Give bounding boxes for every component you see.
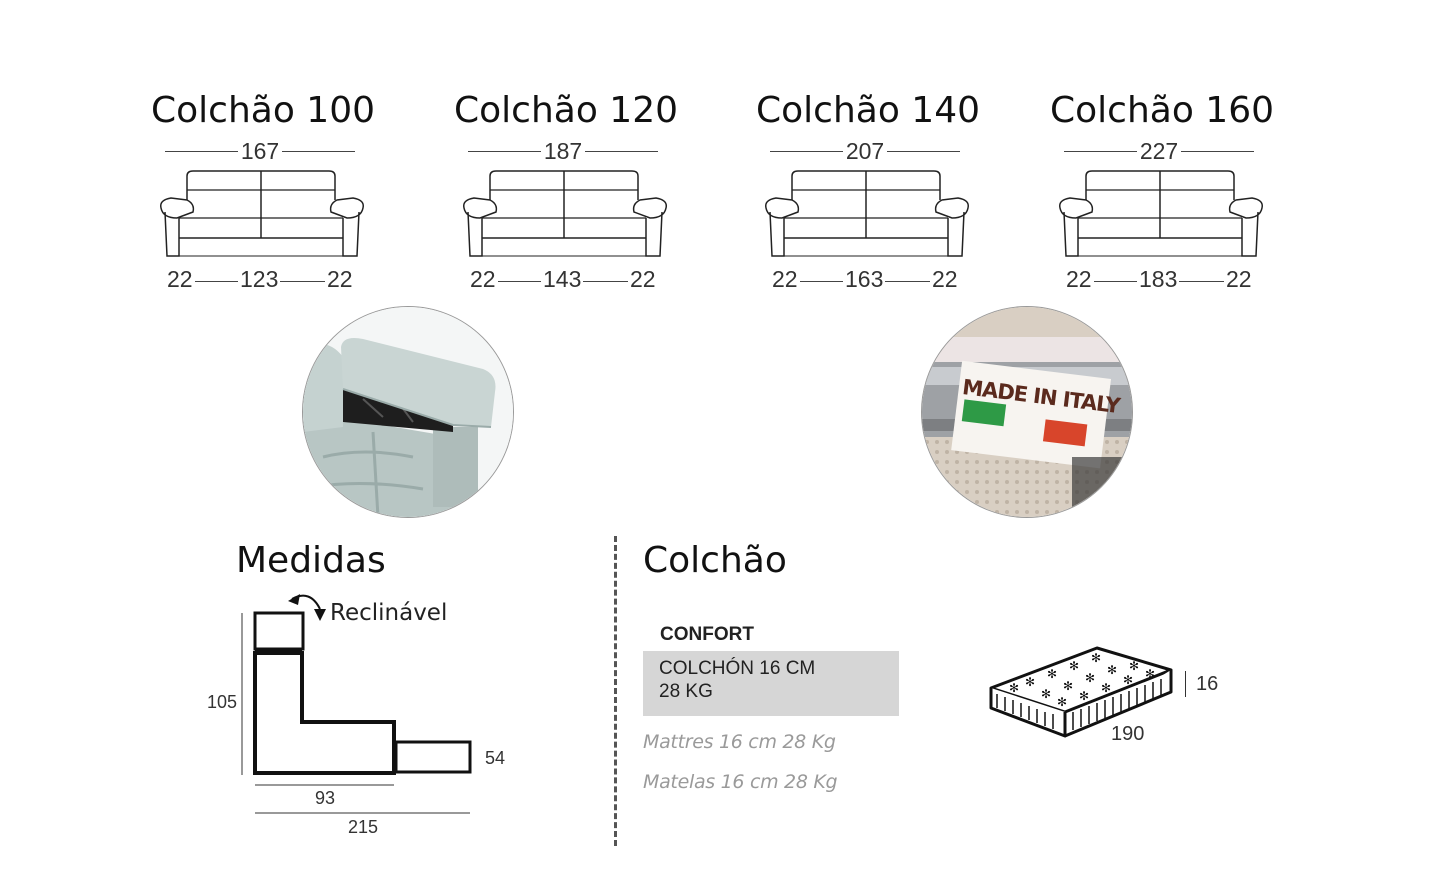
svg-text:✻: ✻ <box>1107 663 1117 677</box>
svg-text:✻: ✻ <box>1085 671 1095 685</box>
svg-text:✻: ✻ <box>1091 651 1101 665</box>
svg-text:✻: ✻ <box>1101 681 1111 695</box>
arm-right-width: 22 <box>325 266 355 293</box>
arm-left-width: 22 <box>165 266 195 293</box>
confort-label: CONFORT <box>660 624 754 645</box>
total-width: 167 <box>238 138 282 165</box>
sofa-drawing <box>764 170 970 257</box>
svg-text:✻: ✻ <box>1063 679 1073 693</box>
arm-right-width: 22 <box>628 266 658 293</box>
armrest-storage-photo <box>302 306 514 518</box>
arm-right-width: 22 <box>1224 266 1254 293</box>
translation-en: Mattres 16 cm 28 Kg <box>643 731 836 753</box>
variant-title: Colchão 120 <box>453 90 678 131</box>
spec-line-2: 28 KG <box>659 681 713 702</box>
reclining-footrest-diagram <box>241 594 472 814</box>
arm-left-width: 22 <box>1064 266 1094 293</box>
variant-title: Colchão 100 <box>150 90 375 131</box>
seat-width: 123 <box>238 266 281 293</box>
seat-width: 143 <box>541 266 584 293</box>
sofa-drawing <box>1058 170 1264 257</box>
sofa-variant: Colchão 160 227 22 183 22 <box>1042 0 1282 300</box>
medidas-title: Medidas <box>236 540 386 581</box>
sofa-drawing <box>462 170 668 257</box>
arm-left-width: 22 <box>770 266 800 293</box>
mattress-spec-box: COLCHÓN 16 CM 28 KG <box>643 651 899 716</box>
svg-text:✻: ✻ <box>1129 659 1139 673</box>
variant-title: Colchão 140 <box>755 90 980 131</box>
made-in-italy-photo: MADE IN ITALY <box>921 306 1133 518</box>
medidas-total-depth: 215 <box>348 817 379 837</box>
arm-right-width: 22 <box>930 266 960 293</box>
spec-line-1: COLCHÓN 16 CM <box>659 658 816 679</box>
sofa-drawing <box>159 170 365 257</box>
svg-text:✻: ✻ <box>1041 687 1051 701</box>
sofa-variant: Colchão 120 187 22 143 22 <box>446 0 686 300</box>
svg-text:✻: ✻ <box>1025 675 1035 689</box>
colchao-title: Colchão <box>643 540 787 581</box>
mattress-height-tick <box>1185 671 1186 697</box>
total-width: 187 <box>541 138 585 165</box>
reclinavel-label: Reclinável <box>330 600 448 626</box>
translation-fr: Matelas 16 cm 28 Kg <box>643 771 838 793</box>
variant-title: Colchão 160 <box>1049 90 1274 131</box>
sofa-variant: Colchão 140 207 22 163 22 <box>748 0 988 300</box>
medidas-footrest-height: 54 <box>485 748 506 768</box>
arm-left-width: 22 <box>468 266 498 293</box>
seat-width: 183 <box>1137 266 1180 293</box>
mattress-length: 190 <box>1111 723 1145 745</box>
svg-text:✻: ✻ <box>1123 673 1133 687</box>
medidas-depth: 93 <box>315 788 336 808</box>
svg-text:✻: ✻ <box>1057 695 1067 709</box>
mattress-height: 16 <box>1196 673 1219 695</box>
section-divider <box>614 536 617 846</box>
seat-width: 163 <box>843 266 886 293</box>
total-width: 227 <box>1137 138 1181 165</box>
total-width: 207 <box>843 138 887 165</box>
sofa-variant: Colchão 100 167 22 123 22 <box>143 0 383 300</box>
mattress-drawing: ✻✻✻✻ ✻✻✻✻✻ ✻✻✻✻✻ ✻ <box>989 646 1173 738</box>
svg-text:✻: ✻ <box>1009 681 1019 695</box>
svg-text:✻: ✻ <box>1069 659 1079 673</box>
medidas-height: 105 <box>207 692 238 712</box>
svg-text:✻: ✻ <box>1079 689 1089 703</box>
svg-text:✻: ✻ <box>1047 667 1057 681</box>
svg-text:✻: ✻ <box>1145 667 1155 681</box>
